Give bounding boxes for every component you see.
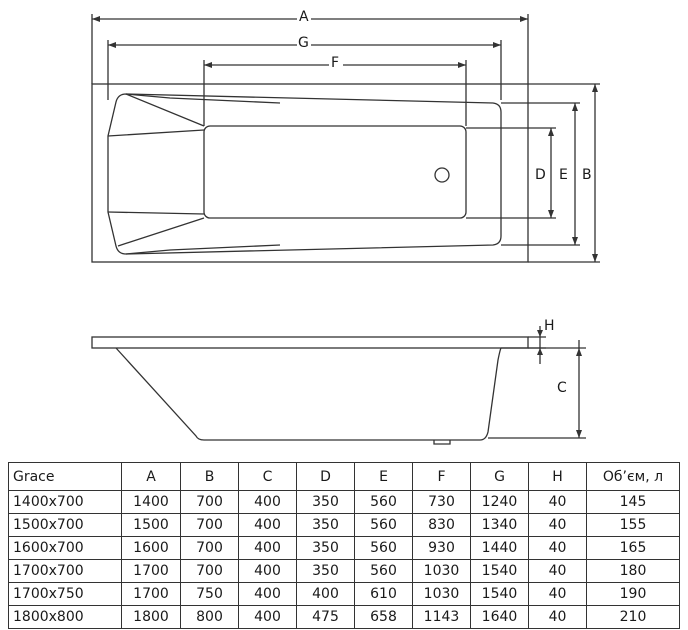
table-cell: 400 (238, 582, 297, 606)
table-cell: 40 (528, 582, 587, 606)
tub-drain-fitting (433, 440, 451, 445)
dimension-table: Grace A B C D E F G H Об’єм, л 1400x700 … (8, 462, 680, 629)
table-cell: 400 (238, 490, 297, 514)
table-cell: 1500x700 (8, 513, 122, 537)
table-cell: 1700 (121, 559, 181, 583)
table-cell: 1030 (412, 582, 471, 606)
table-cell: 40 (528, 513, 587, 537)
table-cell: 1400 (121, 490, 181, 514)
label-D: D (535, 167, 546, 183)
table-row: 1500x700 1500 700 400 350 560 830 1340 4… (8, 513, 680, 537)
header-F: F (412, 462, 471, 491)
table-cell: 400 (238, 605, 297, 629)
table-row: 1700x750 1700 750 400 400 610 1030 1540 … (8, 582, 680, 606)
table-header-row: Grace A B C D E F G H Об’єм, л (8, 462, 680, 491)
table-cell: 800 (180, 605, 239, 629)
header-B: B (180, 462, 239, 491)
table-cell: 1030 (412, 559, 471, 583)
tub-side-body (115, 347, 502, 441)
table-cell: 700 (180, 559, 239, 583)
table-cell: 1700 (121, 582, 181, 606)
label-A: A (299, 9, 309, 25)
tub-side-rim (91, 336, 529, 349)
table-cell: 560 (354, 490, 413, 514)
table-cell: 475 (296, 605, 355, 629)
table-row: 1700x700 1700 700 400 350 560 1030 1540 … (8, 559, 680, 583)
table-cell: 180 (586, 559, 680, 583)
label-G: G (298, 35, 309, 51)
table-cell: 1600x700 (8, 536, 122, 560)
header-A: A (121, 462, 181, 491)
table-cell: 400 (238, 513, 297, 537)
label-B: B (582, 167, 592, 183)
table-cell: 750 (180, 582, 239, 606)
bathtub-technical-drawing: A G F D E B H C (91, 8, 600, 445)
table-cell: 930 (412, 536, 471, 560)
table-cell: 210 (586, 605, 680, 629)
table-row: 1800x800 1800 800 400 475 658 1143 1640 … (8, 605, 680, 629)
header-E: E (354, 462, 413, 491)
table-cell: 350 (296, 559, 355, 583)
tub-backrest-slope (107, 93, 281, 255)
table-cell: 1540 (470, 559, 529, 583)
table-cell: 350 (296, 536, 355, 560)
table-cell: 350 (296, 513, 355, 537)
table-cell: 830 (412, 513, 471, 537)
label-E: E (559, 167, 568, 183)
table-cell: 190 (586, 582, 680, 606)
tub-bottom-rect (203, 125, 467, 219)
table-row: 1600x700 1600 700 400 350 560 930 1440 4… (8, 536, 680, 560)
table-cell: 560 (354, 536, 413, 560)
table-cell: 350 (296, 490, 355, 514)
table-cell: 1500 (121, 513, 181, 537)
table-cell: 658 (354, 605, 413, 629)
table-cell: 700 (180, 536, 239, 560)
table-cell: 1800 (121, 605, 181, 629)
table-cell: 1240 (470, 490, 529, 514)
header-D: D (296, 462, 355, 491)
table-cell: 1640 (470, 605, 529, 629)
table-cell: 1700x700 (8, 559, 122, 583)
table-cell: 40 (528, 490, 587, 514)
label-F: F (331, 55, 339, 71)
header-G: G (470, 462, 529, 491)
table-cell: 560 (354, 513, 413, 537)
table-cell: 155 (586, 513, 680, 537)
table-cell: 400 (238, 536, 297, 560)
table-cell: 700 (180, 513, 239, 537)
table-cell: 145 (586, 490, 680, 514)
table-cell: 560 (354, 559, 413, 583)
table-cell: 40 (528, 605, 587, 629)
table-cell: 730 (412, 490, 471, 514)
header-model: Grace (8, 462, 122, 491)
table-cell: 1340 (470, 513, 529, 537)
table-cell: 400 (238, 559, 297, 583)
table-cell: 700 (180, 490, 239, 514)
tub-top-outline (91, 83, 529, 263)
table-cell: 1700x750 (8, 582, 122, 606)
table-cell: 1143 (412, 605, 471, 629)
label-C: C (557, 380, 567, 396)
table-row: 1400x700 1400 700 400 350 560 730 1240 4… (8, 490, 680, 514)
label-H: H (544, 318, 555, 334)
table-cell: 610 (354, 582, 413, 606)
table-cell: 40 (528, 536, 587, 560)
table-cell: 1800x800 (8, 605, 122, 629)
table-cell: 40 (528, 559, 587, 583)
header-H: H (528, 462, 587, 491)
table-cell: 1600 (121, 536, 181, 560)
table-cell: 165 (586, 536, 680, 560)
drain-hole (434, 167, 450, 183)
table-cell: 1540 (470, 582, 529, 606)
table-cell: 1440 (470, 536, 529, 560)
table-cell: 1400x700 (8, 490, 122, 514)
table-cell: 400 (296, 582, 355, 606)
header-volume: Об’єм, л (586, 462, 680, 491)
header-C: C (238, 462, 297, 491)
